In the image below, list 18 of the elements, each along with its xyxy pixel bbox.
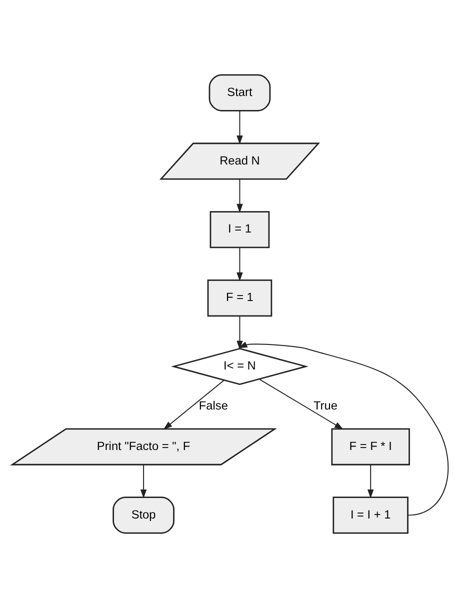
node-box: I = I + 1: [332, 496, 408, 534]
arrow: [236, 110, 243, 144]
node-diamond: I< = N: [170, 347, 308, 385]
arrow: [236, 178, 243, 212]
node-box: F = 1: [207, 279, 272, 316]
node-box: I = 1: [210, 210, 270, 248]
arrow: [140, 464, 147, 498]
node-box: Start: [208, 74, 271, 111]
arrow: [367, 464, 374, 498]
node-box: F = F * I: [331, 428, 410, 465]
arrow: [236, 246, 243, 281]
arrow: [238, 341, 449, 516]
node-box: Stop: [112, 496, 174, 534]
arrow: [258, 378, 344, 430]
edge-label: False: [198, 398, 228, 412]
arrow: [163, 379, 224, 430]
arrow: [236, 315, 243, 350]
edge-label: True: [313, 398, 338, 412]
